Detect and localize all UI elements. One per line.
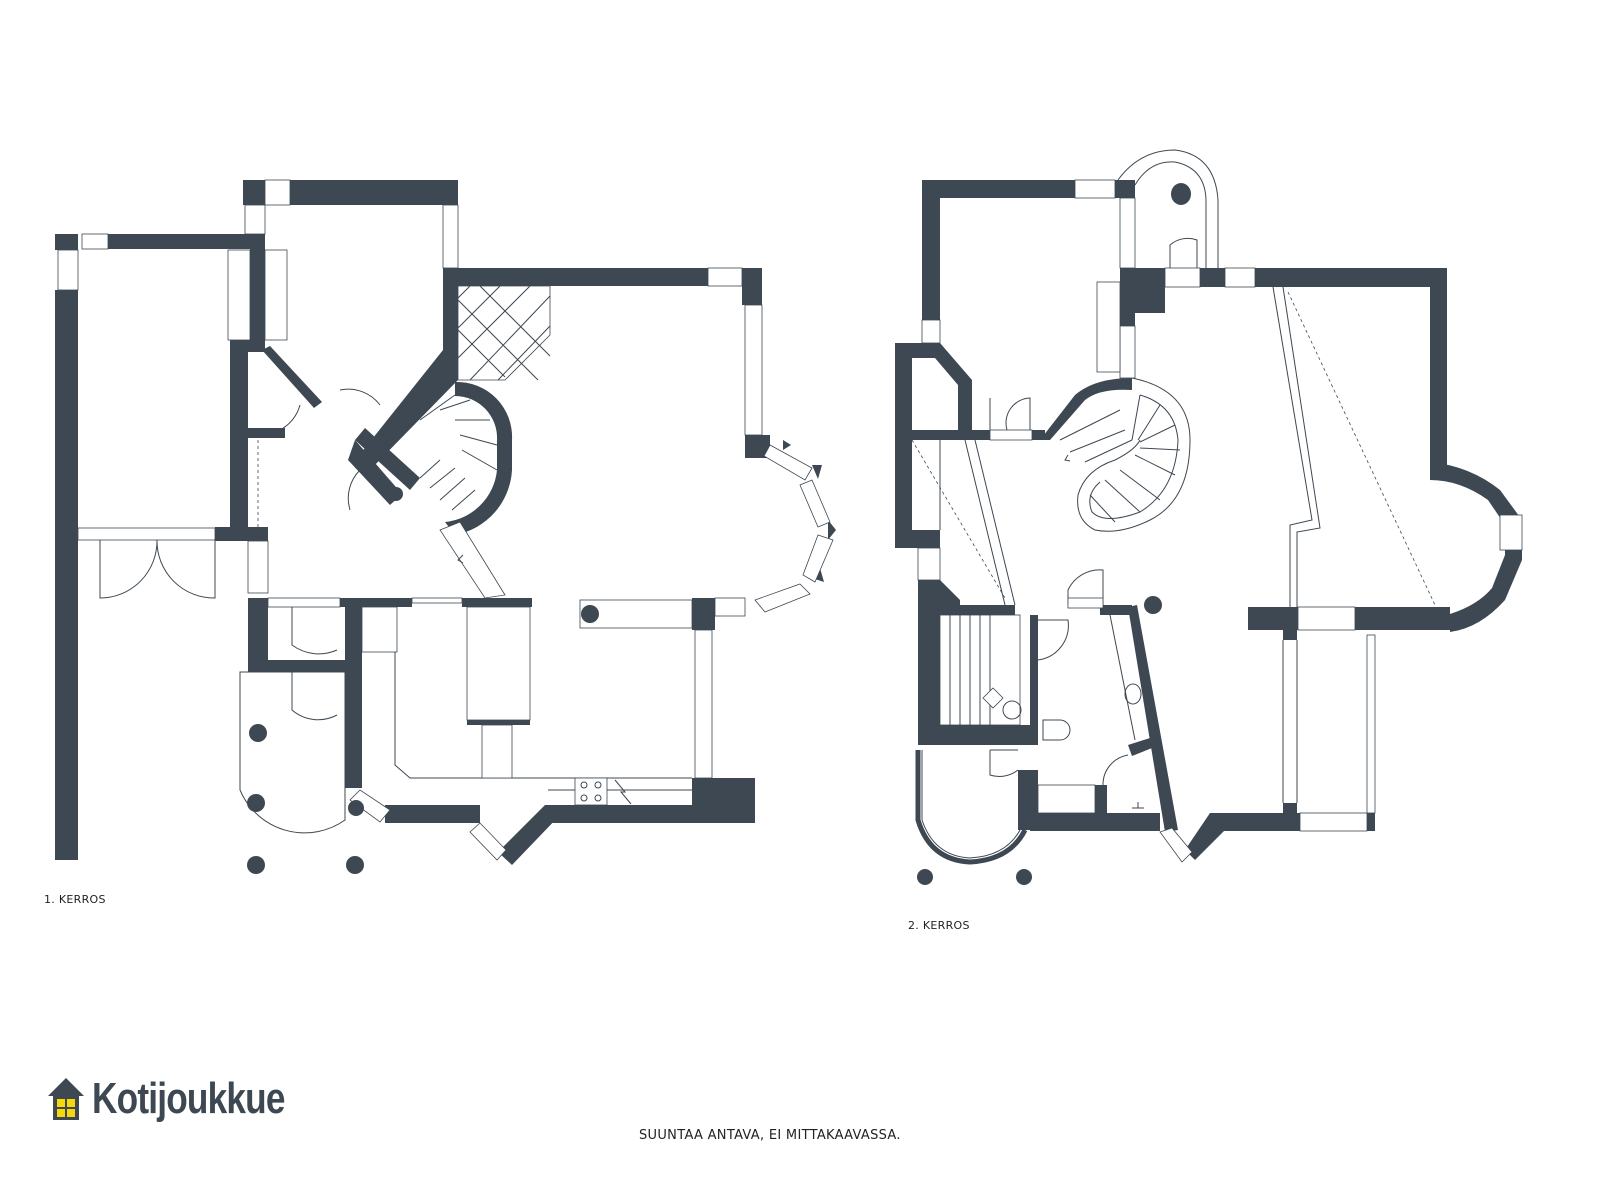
floor-1-staircase (419, 394, 498, 564)
floor-2-label: 2. KERROS (908, 919, 970, 932)
floor-2-tower (1117, 149, 1219, 288)
floor-2-plan (895, 149, 1523, 885)
floor-1-windows (57, 179, 834, 861)
floor-2-staircase (1059, 377, 1191, 532)
floor-2-walls (895, 180, 1522, 860)
floor-1-fixtures (99, 249, 693, 834)
brand-logo: Kotijoukkue (46, 1074, 333, 1124)
brand-name: Kotijoukkue (92, 1074, 285, 1123)
floor-2-windows (915, 179, 1523, 865)
scale-disclaimer: SUUNTAA ANTAVA, EI MITTAKAAVASSA. (639, 1128, 901, 1143)
floor-2-fixtures (911, 281, 1436, 814)
floor-1-label: 1. KERROS (44, 893, 106, 906)
house-icon (48, 1078, 84, 1120)
floor-1-walls (55, 180, 836, 865)
floor-1-fireplace (457, 285, 551, 381)
floor-2-columns (917, 596, 1162, 885)
floor-1-columns (247, 487, 599, 874)
floor-1-plan (55, 179, 836, 874)
